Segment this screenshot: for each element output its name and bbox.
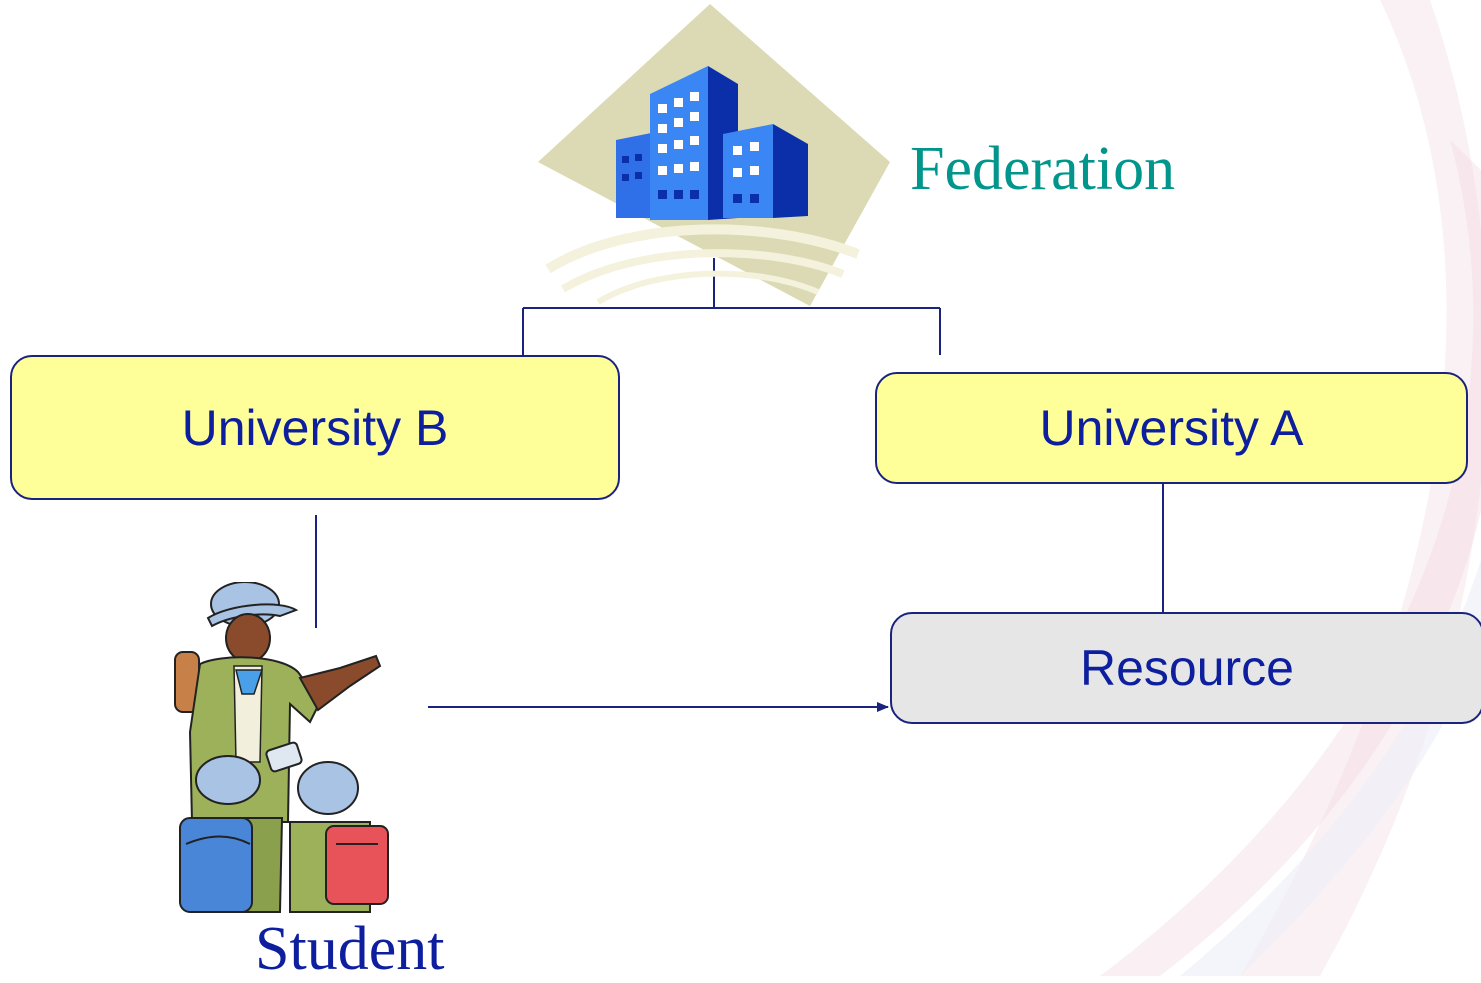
office-building-icon: [538, 4, 890, 306]
resource-box[interactable]: Resource: [890, 612, 1481, 724]
resource-label: Resource: [1080, 640, 1294, 696]
student-label: Student: [255, 915, 445, 983]
university-a-box[interactable]: University A: [875, 372, 1468, 484]
university-b-box[interactable]: University B: [10, 355, 620, 500]
student-group-icon: [174, 582, 389, 913]
university-a-label: University A: [1039, 400, 1304, 456]
federation-label: Federation: [910, 135, 1176, 203]
university-b-label: University B: [181, 399, 449, 456]
